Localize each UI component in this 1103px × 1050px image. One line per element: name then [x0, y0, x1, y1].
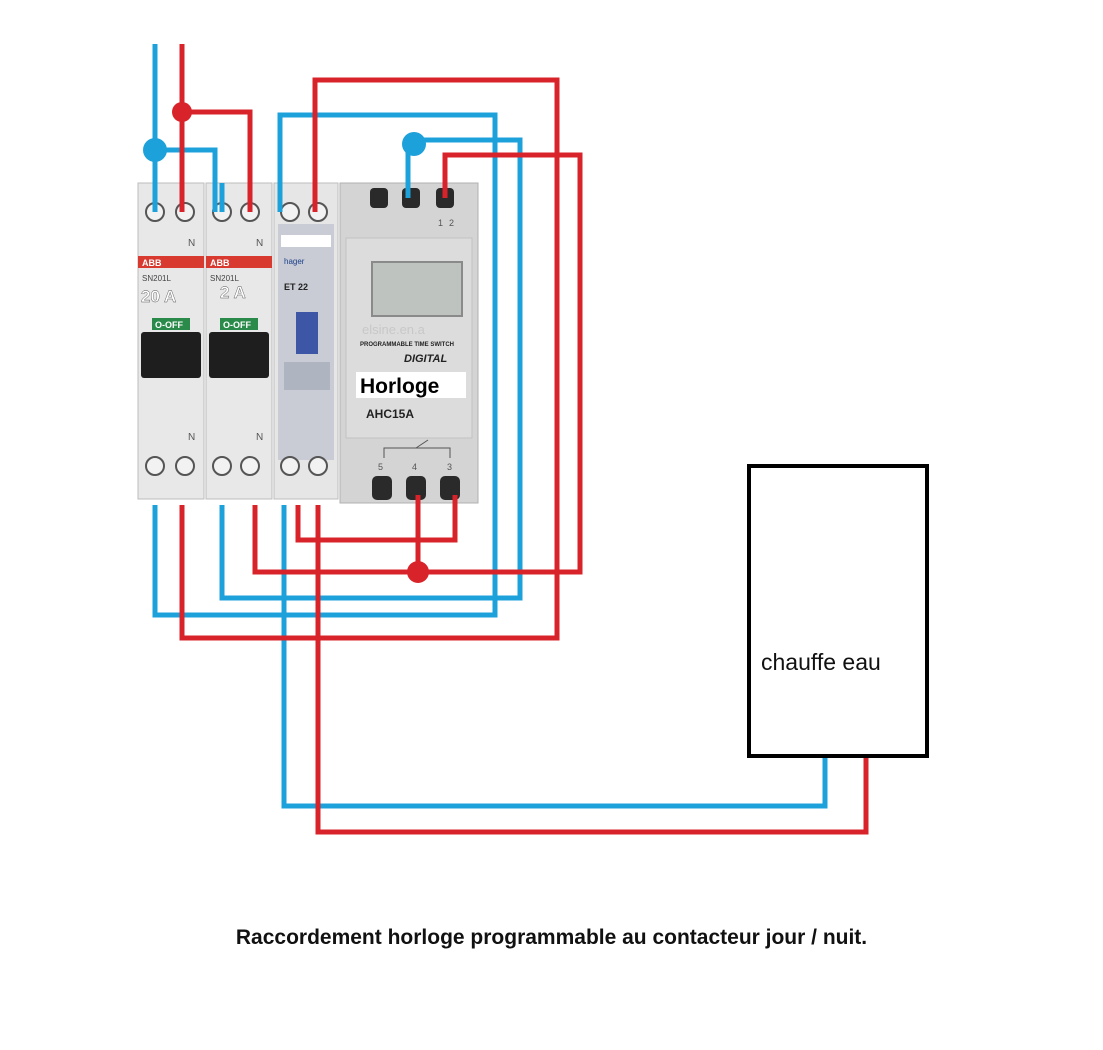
screw-terminal-icon	[212, 456, 232, 476]
timer-subtitle: PROGRAMMABLE TIME SWITCH	[360, 342, 454, 348]
screw-terminal-icon	[308, 456, 328, 476]
breaker-2-rating: 2 A	[220, 283, 246, 302]
timer-watermark: elsine.en.a	[362, 322, 426, 337]
timer-horloge-label: Horloge	[360, 375, 439, 398]
screw-terminal-icon	[308, 202, 328, 222]
junction-dot-icon	[172, 102, 192, 122]
breaker-2-switch-label: O-OFF	[223, 320, 251, 330]
breaker-1-model: SN201L	[142, 274, 171, 283]
lcd-display-icon	[371, 261, 463, 317]
timer-model: AHC15A	[366, 407, 414, 421]
breaker-1-brand: ABB	[142, 258, 162, 268]
water-heater-label: chauffe eau	[761, 649, 881, 675]
breaker-1-rating: 20 A	[141, 287, 176, 306]
contactor-brand: hager	[284, 257, 305, 266]
breaker-2-terminal-top: N	[256, 238, 263, 249]
programmable-timer: elsine.en.a PROGRAMMABLE TIME SWITCH DIG…	[339, 182, 479, 504]
screw-terminal-icon	[280, 456, 300, 476]
contactor-jour-nuit: hager ET 22	[273, 182, 339, 500]
junction-dot-icon	[402, 132, 426, 156]
screw-terminal-icon	[175, 456, 195, 476]
breaker-2a: ABB SN201L 2 A O-OFF N N	[205, 182, 273, 500]
water-heater: chauffe eau	[747, 464, 929, 758]
breaker-1-switch-label: O-OFF	[155, 320, 183, 330]
junction-dot-icon	[143, 138, 167, 162]
junction-dot-icon	[407, 561, 429, 583]
timer-terminal-5: 5	[378, 462, 383, 472]
contactor-model: ET 22	[284, 282, 308, 292]
live-wires	[179, 44, 869, 835]
breaker-1-terminal-top: N	[188, 238, 195, 249]
timer-terminal-4: 4	[412, 462, 417, 472]
breaker-2-terminal-bottom: N	[256, 432, 263, 443]
timer-terminal-1: 1	[438, 218, 443, 228]
screw-terminal-icon	[175, 202, 195, 222]
junctions	[143, 102, 429, 583]
timer-terminal-2: 2	[449, 218, 454, 228]
screw-terminal-icon	[240, 456, 260, 476]
timer-brand: DIGITAL	[404, 353, 447, 365]
breaker-2-brand: ABB	[210, 258, 230, 268]
breaker-1-terminal-bottom: N	[188, 432, 195, 443]
screw-terminal-icon	[280, 202, 300, 222]
breaker-2-model: SN201L	[210, 274, 239, 283]
breaker-20a: ABB SN201L 20 A O-OFF N N	[137, 182, 205, 500]
timer-terminal-3: 3	[447, 462, 452, 472]
diagram-caption: Raccordement horloge programmable au con…	[235, 926, 868, 949]
screw-terminal-icon	[145, 456, 165, 476]
toggle-handle-icon	[209, 332, 269, 378]
toggle-handle-icon	[141, 332, 201, 378]
